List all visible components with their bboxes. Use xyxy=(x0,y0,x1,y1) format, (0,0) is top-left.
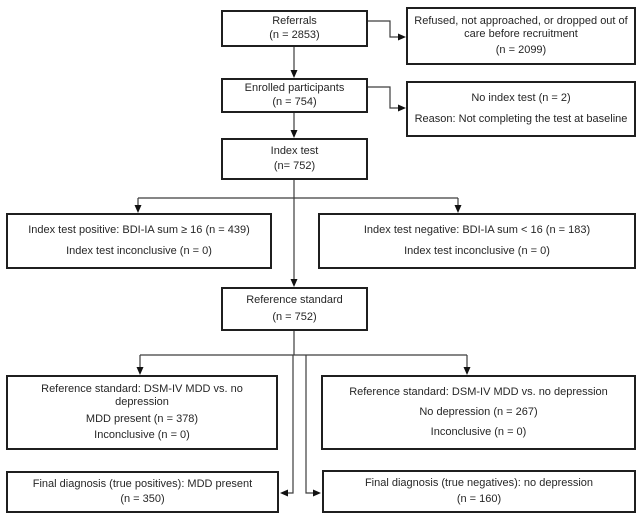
box-text-line: Index test xyxy=(270,144,319,157)
connector xyxy=(288,355,294,494)
box-text-line: Inconclusive (n = 0) xyxy=(94,429,190,442)
box-text-line: (n= 752) xyxy=(273,160,316,173)
box-text-line: (n = 2853) xyxy=(269,29,320,41)
box-text-line: Reference standard xyxy=(246,294,343,307)
arrowhead-left-icon xyxy=(280,489,288,497)
box-text-line: Enrolled participants xyxy=(244,82,345,95)
box-text-line: Final diagnosis (true positives): MDD pr… xyxy=(32,477,253,490)
arrowhead-down-icon xyxy=(290,70,298,78)
box-text-line: Inconclusive (n = 0) xyxy=(430,426,527,438)
box-text-line: Reason: Not completing the test at basel… xyxy=(414,112,628,125)
box-text-line: Final diagnosis (true negatives): no dep… xyxy=(364,477,594,489)
arrowhead-down-icon xyxy=(290,130,298,138)
box-text-line: Index test negative: BDI-IA sum < 16 (n … xyxy=(363,224,591,237)
box-final-true-positives: Final diagnosis (true positives): MDD pr… xyxy=(6,471,279,513)
box-text-line: Refused, not approached, or dropped out … xyxy=(414,14,628,40)
arrowhead-right-icon xyxy=(313,489,321,497)
box-reference-standard-mdd: Reference standard: DSM-IV MDD vs. no de… xyxy=(6,375,278,450)
connector xyxy=(368,86,398,109)
box-index-test-positive: Index test positive: BDI-IA sum ≥ 16 (n … xyxy=(6,213,272,269)
arrowhead-down-icon xyxy=(454,205,462,213)
box-enrolled-participants: Enrolled participants (n = 754) xyxy=(221,78,368,113)
arrowhead-right-icon xyxy=(398,104,406,112)
box-text-line: Index test inconclusive (n = 0) xyxy=(404,244,550,257)
arrowhead-down-icon xyxy=(136,367,144,375)
box-text-line: Index test positive: BDI-IA sum ≥ 16 (n … xyxy=(28,224,250,237)
box-text-line: (n = 350) xyxy=(120,493,165,506)
arrowhead-right-icon xyxy=(398,33,406,41)
box-text-line: Referrals xyxy=(272,15,317,27)
box-text-line: (n = 754) xyxy=(272,95,317,108)
arrowhead-down-icon xyxy=(463,367,471,375)
box-referrals: Referrals (n = 2853) xyxy=(221,10,368,47)
box-text-line: (n = 2099) xyxy=(495,44,547,57)
connector xyxy=(305,355,313,494)
box-final-true-negatives: Final diagnosis (true negatives): no dep… xyxy=(322,470,636,513)
arrowhead-down-icon xyxy=(290,279,298,287)
box-text-line: Reference standard: DSM-IV MDD vs. no de… xyxy=(349,386,608,398)
box-text-line: (n = 752) xyxy=(272,310,317,323)
box-reference-standard: Reference standard (n = 752) xyxy=(221,287,368,331)
connector xyxy=(368,20,398,38)
arrowhead-down-icon xyxy=(134,205,142,213)
box-index-test: Index test (n= 752) xyxy=(221,138,368,180)
box-text-line: (n = 160) xyxy=(456,493,502,505)
box-text-line: No index test (n = 2) xyxy=(471,92,571,105)
box-text-line: Index test inconclusive (n = 0) xyxy=(66,244,212,257)
box-text-line: Reference standard: DSM-IV MDD vs. no de… xyxy=(41,382,243,408)
box-refused: Refused, not approached, or dropped out … xyxy=(406,7,636,65)
box-text-line: No depression (n = 267) xyxy=(419,406,538,418)
box-no-index-test: No index test (n = 2) Reason: Not comple… xyxy=(406,81,636,137)
box-text-line: MDD present (n = 378) xyxy=(85,412,199,425)
box-index-test-negative: Index test negative: BDI-IA sum < 16 (n … xyxy=(318,213,636,269)
box-reference-standard-no-depression: Reference standard: DSM-IV MDD vs. no de… xyxy=(321,375,636,450)
